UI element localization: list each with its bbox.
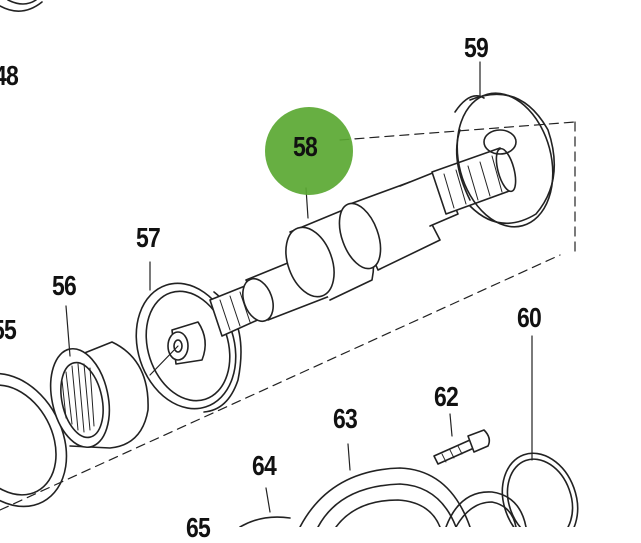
part-48-fragment	[0, 0, 43, 12]
part-58-shaft	[209, 147, 517, 337]
part-60-o-ring	[501, 335, 579, 543]
parts-diagram: 48 55 56 57 58 59 60 62 63 64 65	[0, 0, 579, 543]
part-label-63[interactable]: 63	[333, 403, 358, 434]
assembly-axis-lines	[0, 121, 576, 511]
part-label-60[interactable]: 60	[517, 302, 542, 333]
part-label-56[interactable]: 56	[52, 270, 77, 301]
part-62-screw	[433, 413, 491, 465]
part-label-59[interactable]: 59	[464, 32, 489, 63]
part-label-65[interactable]: 65	[186, 512, 211, 543]
part-label-62[interactable]: 62	[434, 381, 459, 412]
part-61-cover	[445, 491, 527, 528]
part-63-housing	[299, 443, 471, 528]
part-label-48: 48	[0, 60, 19, 91]
part-label-57[interactable]: 57	[136, 222, 161, 253]
part-label-58[interactable]: 58	[293, 131, 318, 162]
part-57-seal	[135, 261, 242, 413]
part-59-washer	[454, 61, 556, 228]
exploded-view-drawing	[0, 0, 579, 543]
highlight-marker-58	[265, 107, 353, 195]
part-56-needle-bearing	[49, 305, 149, 449]
part-label-64[interactable]: 64	[252, 450, 277, 481]
part-label-55: 55	[0, 314, 17, 345]
part-64-ring	[239, 487, 291, 528]
